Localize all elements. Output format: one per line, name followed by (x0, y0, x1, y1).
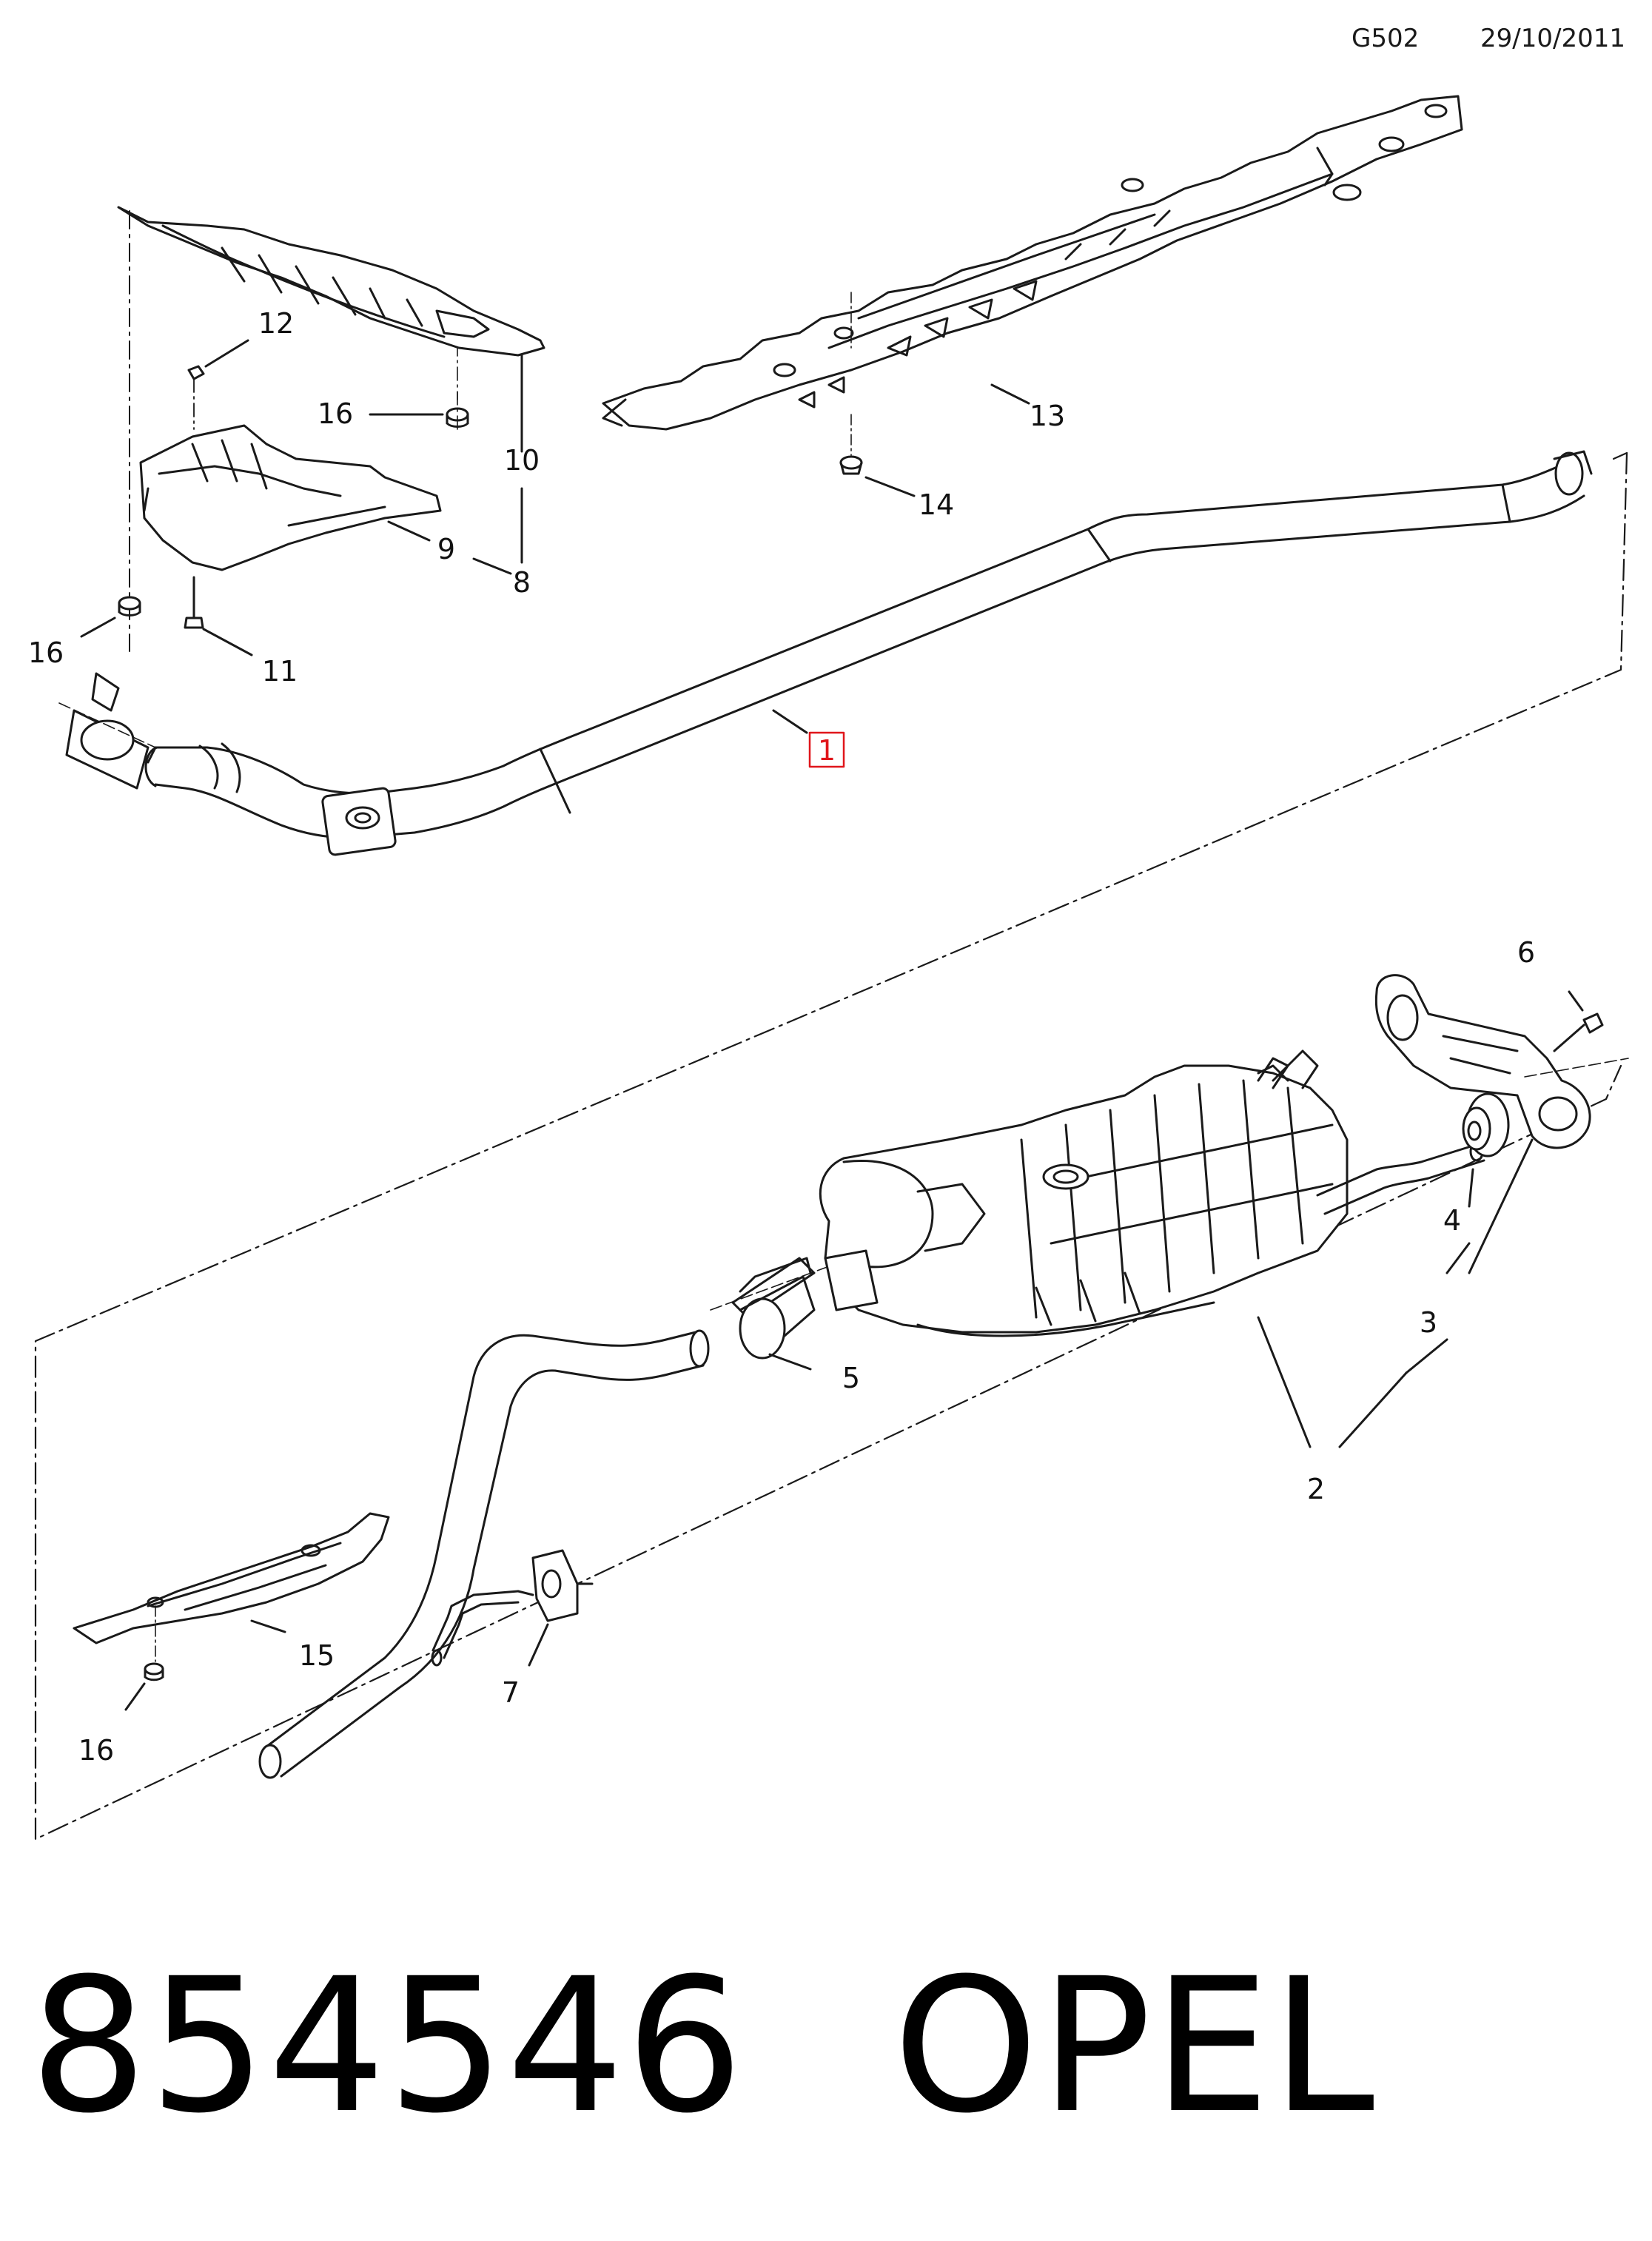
callout-2: 2 (1307, 1473, 1325, 1505)
tailpipe-stub (1257, 1064, 1289, 1082)
nut-16-lower (144, 1662, 164, 1681)
callout-1: 1 (818, 734, 836, 767)
leader-line-16c (124, 1682, 146, 1711)
leader-line-2a (1257, 1316, 1312, 1448)
callout-15: 15 (299, 1639, 335, 1672)
exploded-parts-drawing: 1 2 3 4 5 6 7 8 9 10 11 12 13 14 15 16 1… (28, 95, 1629, 1841)
highlight-box-1 (808, 731, 845, 768)
callout-12: 12 (258, 307, 294, 340)
part-number: 854546 (30, 1938, 745, 2154)
leader-line-3a (1446, 1242, 1471, 1274)
callout-5: 5 (842, 1362, 860, 1394)
callout-7: 7 (502, 1676, 520, 1709)
callout-14: 14 (919, 488, 954, 521)
callout-6: 6 (1517, 936, 1535, 969)
leader-line-3b (1468, 1138, 1534, 1274)
leader-line-7 (528, 1623, 549, 1667)
callout-16-upper: 16 (318, 397, 353, 430)
leader-line-9 (387, 520, 431, 542)
callout-8: 8 (513, 566, 531, 599)
nut-16-left (118, 596, 141, 616)
hanger-rubber-7 (431, 1549, 594, 1667)
heat-shield-lower-left (139, 424, 442, 571)
leader-line-11 (202, 628, 253, 656)
leader-line-2b (1338, 1371, 1408, 1448)
leader-line-15 (250, 1619, 286, 1633)
pipe-clamp-front (58, 672, 156, 790)
leader-line-8b (472, 557, 512, 575)
callout-16-left: 16 (28, 636, 64, 669)
clip-14-part (839, 414, 863, 475)
leader-line-14 (864, 476, 916, 497)
bolt-11 (184, 576, 204, 629)
callout-13: 13 (1030, 400, 1065, 432)
callout-4: 4 (1443, 1204, 1461, 1237)
boundary-frame (34, 451, 1628, 1841)
leader-line-2-3 (1405, 1338, 1448, 1374)
heat-shield-15 (73, 1512, 390, 1662)
front-pipe-1 (144, 450, 1593, 856)
rubber-mount-4 (1462, 1092, 1510, 1158)
callout-11: 11 (262, 655, 298, 688)
leader-line-13 (990, 383, 1030, 405)
leader-line-5 (768, 1353, 812, 1371)
callout-9: 9 (437, 533, 455, 565)
clip-12-part (187, 365, 205, 430)
clamp-5 (710, 1249, 879, 1360)
callout-3: 3 (1420, 1306, 1437, 1339)
brand-name: OPEL (893, 1938, 1377, 2154)
heat-shield-upper-left (117, 206, 545, 357)
callout-10: 10 (504, 444, 540, 477)
hanger-bracket-6 (1374, 974, 1591, 1149)
leader-line-4 (1468, 1168, 1474, 1208)
leader-line-1 (772, 709, 808, 734)
leader-line-6 (1568, 990, 1584, 1012)
bolt-6 (1524, 1012, 1629, 1078)
diagram-code: G502 (1352, 24, 1420, 53)
leader-line-12 (204, 339, 249, 368)
callout-16-lower: 16 (78, 1734, 114, 1767)
rear-silencer-2 (819, 1049, 1485, 1337)
diagram-date: 29/10/2011 (1480, 24, 1625, 53)
leader-line-16b (80, 616, 116, 638)
nut-16-upper (446, 347, 469, 430)
heat-shield-13 (602, 95, 1463, 431)
middle-pipe (258, 1329, 710, 1779)
